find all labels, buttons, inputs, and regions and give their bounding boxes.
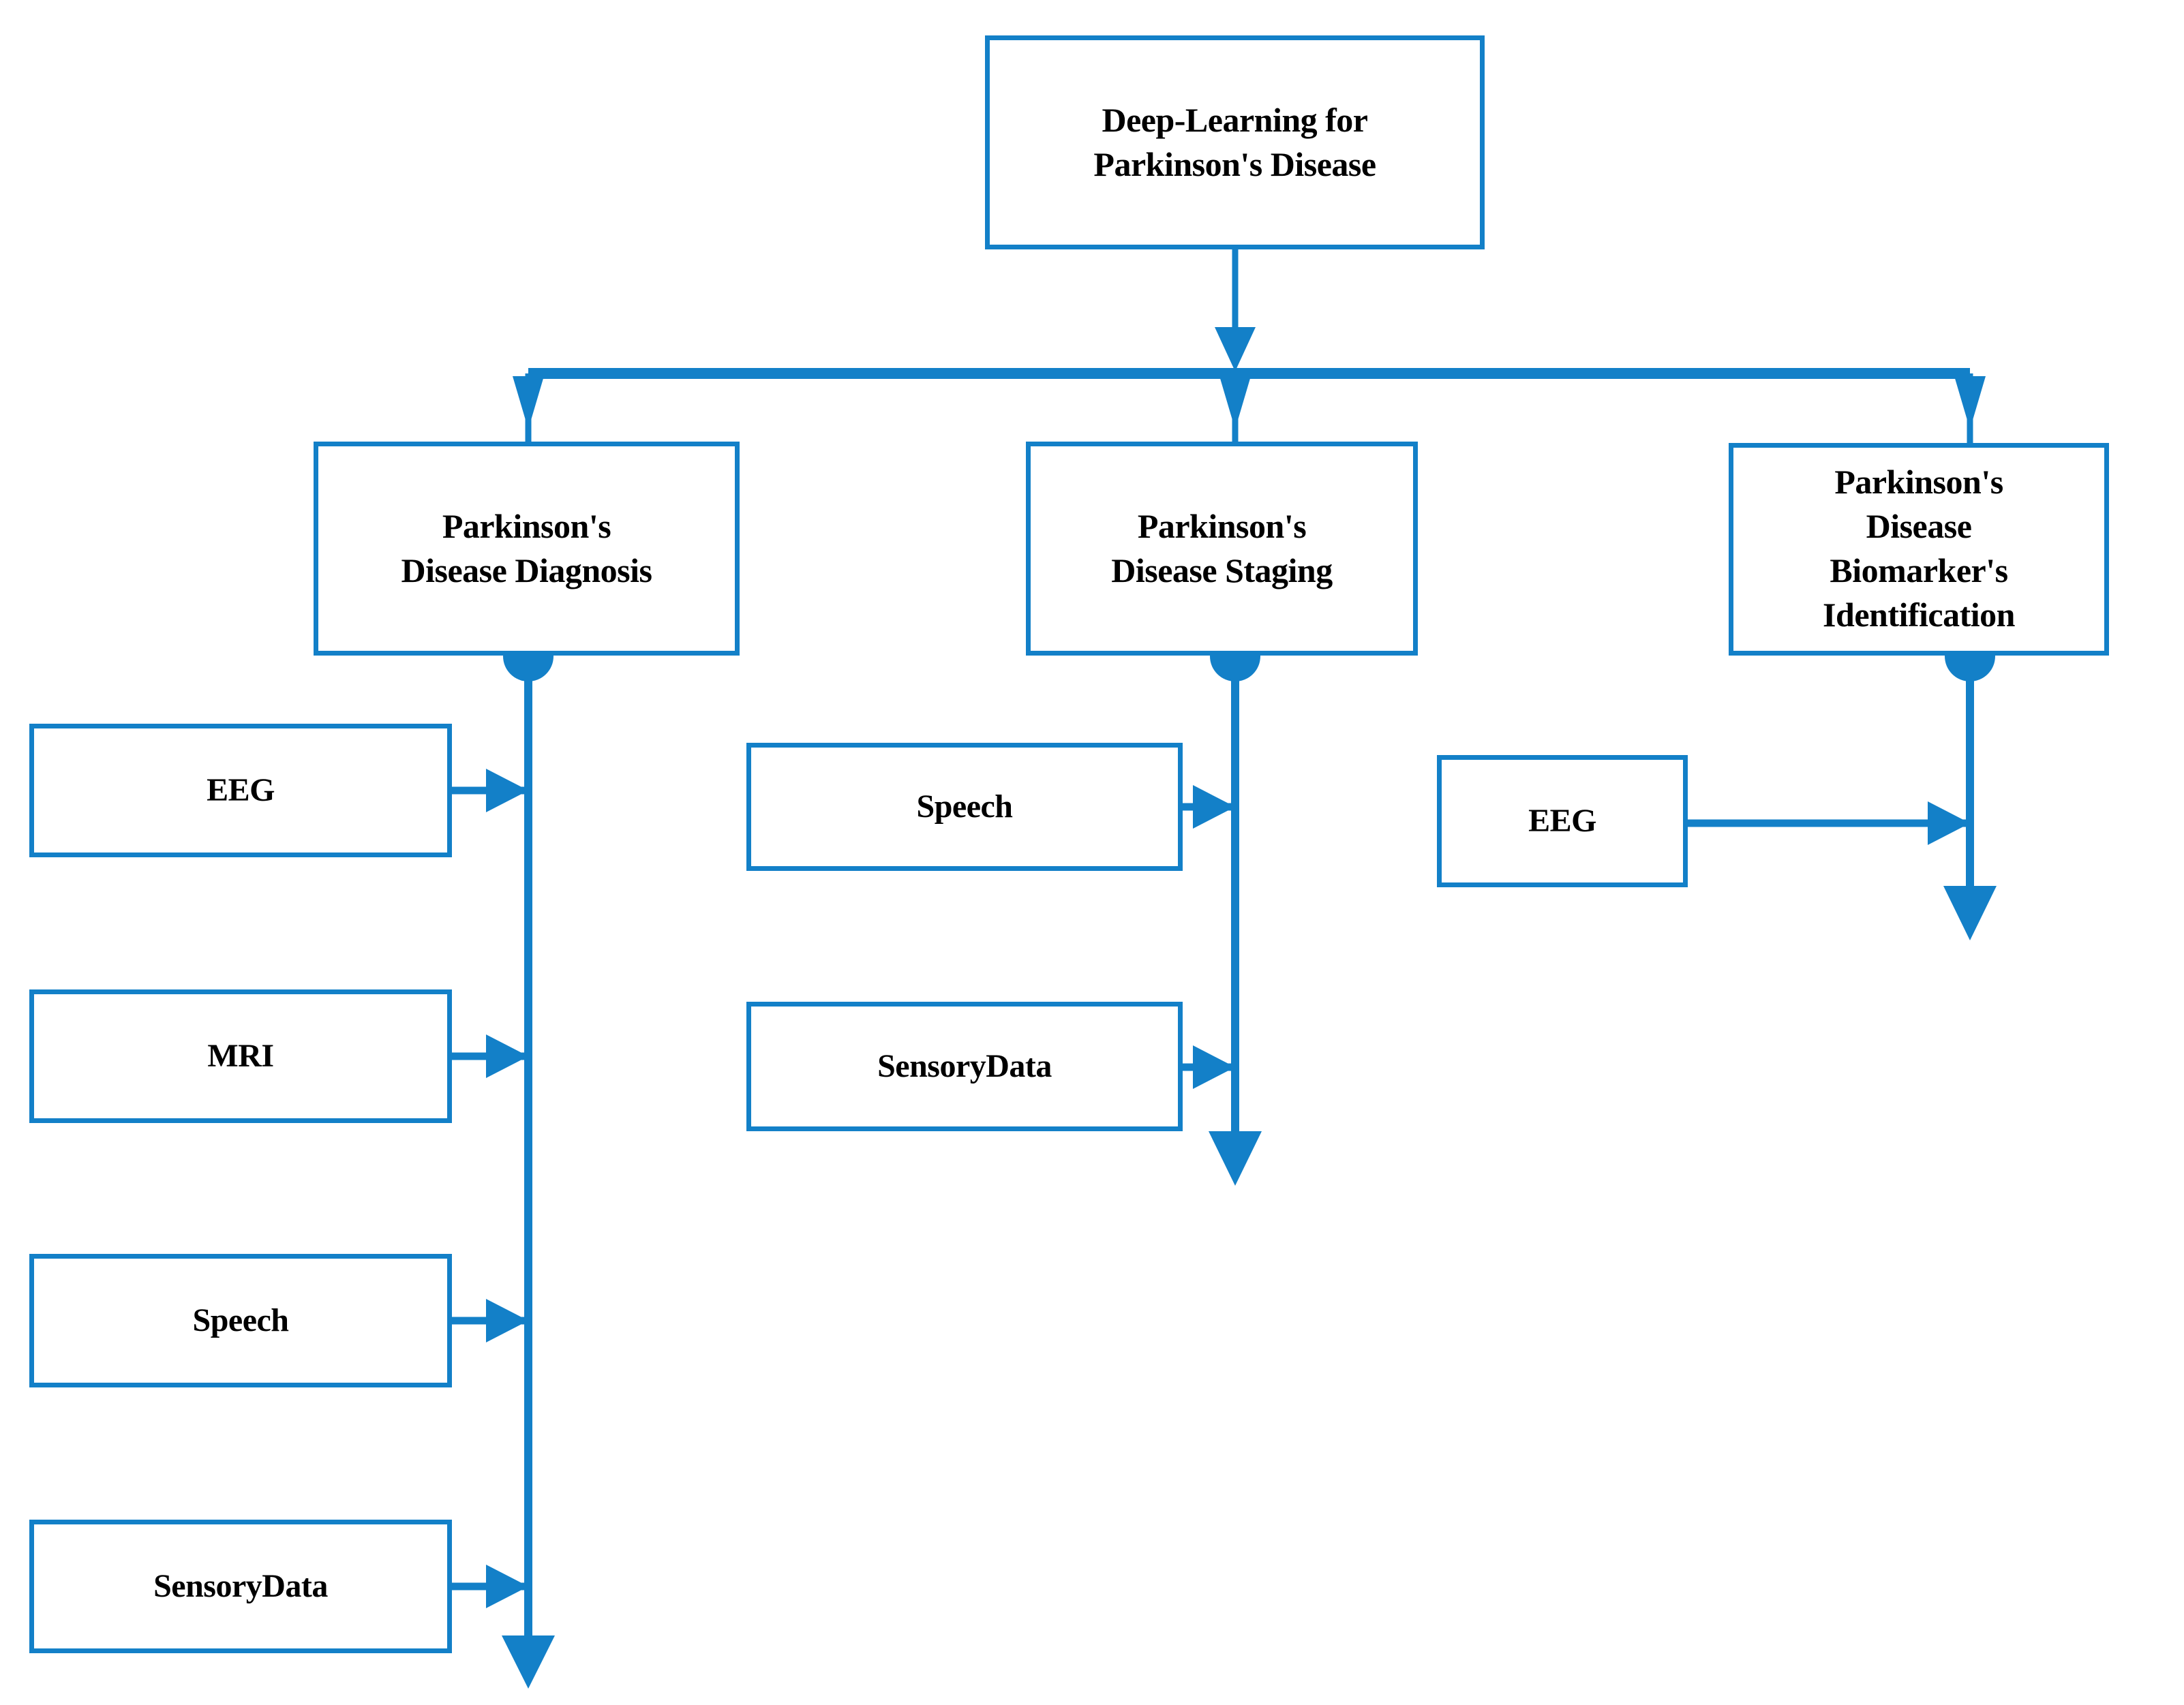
node-leaf-diagnosis-sensory-label: SensoryData [153,1567,328,1604]
node-leaf-diagnosis-speech-label: Speech [192,1302,290,1338]
edge-staging-sensory [1183,1045,1235,1089]
node-leaf-staging-speech-label: Speech [916,788,1014,825]
edge-root-to-bus [1215,249,1256,371]
node-leaf-biomarker-eeg[interactable]: EEG [1437,755,1688,887]
edge-diagnosis-speech [452,1299,528,1342]
node-leaf-diagnosis-sensory[interactable]: SensoryData [29,1520,452,1653]
node-leaf-staging-sensory-label: SensoryData [877,1047,1052,1084]
edge-bus-to-staging [1219,373,1251,442]
node-category-diagnosis-label: Parkinson's Disease Diagnosis [401,507,652,589]
node-root-label: Deep-Learning for Parkinson's Disease [1093,101,1376,183]
node-root[interactable]: Deep-Learning for Parkinson's Disease [985,35,1485,249]
node-leaf-diagnosis-eeg-label: EEG [207,771,275,808]
node-category-diagnosis[interactable]: Parkinson's Disease Diagnosis [314,442,740,656]
edge-staging-speech [1183,785,1235,829]
node-leaf-staging-sensory[interactable]: SensoryData [746,1002,1183,1131]
node-leaf-staging-speech[interactable]: Speech [746,743,1183,871]
spine-biomarker [1943,631,1997,940]
node-leaf-diagnosis-eeg[interactable]: EEG [29,724,452,857]
node-category-staging-label: Parkinson's Disease Staging [1111,507,1333,589]
node-category-biomarker[interactable]: Parkinson's Disease Biomarker's Identifi… [1729,443,2109,656]
spine-staging [1209,631,1262,1186]
edge-diagnosis-eeg [452,769,528,812]
node-leaf-diagnosis-mri-label: MRI [207,1037,274,1074]
node-leaf-biomarker-eeg-label: EEG [1528,802,1596,839]
node-category-staging[interactable]: Parkinson's Disease Staging [1026,442,1418,656]
spine-diagnosis [502,631,555,1689]
edge-bus-to-diagnosis [513,373,544,442]
edge-diagnosis-sensory [452,1565,528,1608]
node-leaf-diagnosis-speech[interactable]: Speech [29,1254,452,1387]
edge-bus-to-biomarker [1954,373,1986,443]
node-leaf-diagnosis-mri[interactable]: MRI [29,989,452,1123]
node-category-biomarker-label: Parkinson's Disease Biomarker's Identifi… [1823,463,2015,634]
edge-diagnosis-mri [452,1034,528,1078]
edge-biomarker-eeg [1688,801,1970,845]
